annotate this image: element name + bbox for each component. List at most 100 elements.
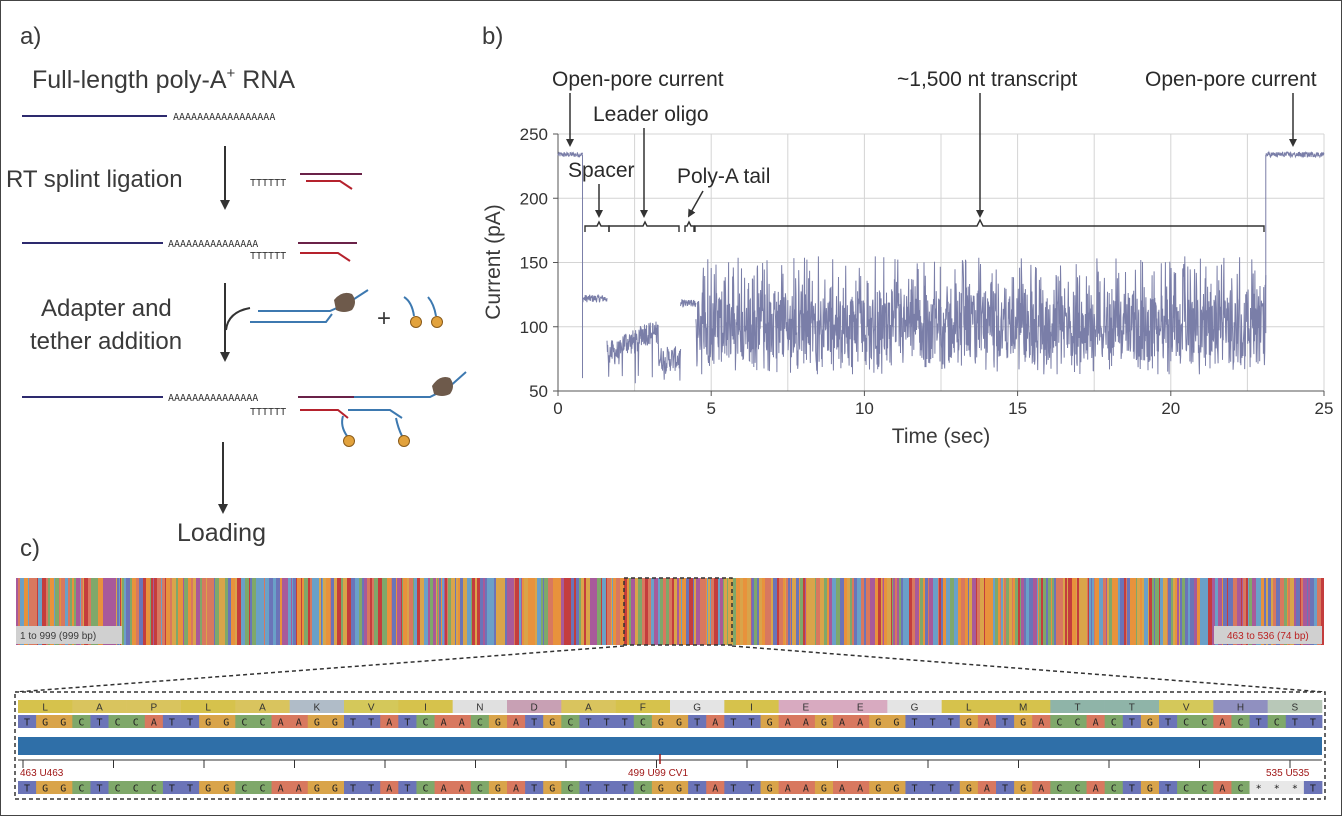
base-letter: G <box>205 784 211 795</box>
overview-base-stripe <box>1308 578 1310 645</box>
base-cell <box>452 715 472 728</box>
base-cell <box>1177 781 1196 794</box>
overview-base-stripe <box>362 578 364 645</box>
overview-base-stripe <box>1124 578 1126 645</box>
overview-base-stripe <box>923 578 925 645</box>
overview-base-stripe <box>870 578 872 645</box>
overview-base-stripe <box>157 578 161 645</box>
base-letter: G <box>676 784 682 795</box>
overview-base-stripe <box>1140 578 1142 645</box>
zoom-selection-box[interactable] <box>623 577 733 646</box>
overview-base-stripe <box>343 578 347 645</box>
bracket-poly-a <box>684 220 695 232</box>
overview-base-stripe <box>1168 578 1171 645</box>
overview-base-stripe <box>1233 578 1237 645</box>
overview-base-stripe <box>620 578 624 645</box>
overview-base-stripe <box>706 578 707 645</box>
amino-acid-letter: S <box>1291 703 1298 714</box>
base-cell <box>289 715 309 728</box>
overview-base-stripe <box>183 578 184 645</box>
base-letter: C <box>422 718 428 729</box>
base-cell <box>181 781 200 794</box>
base-letter: A <box>278 718 284 729</box>
overview-base-stripe <box>1276 578 1279 645</box>
amino-acid-letter: I <box>750 703 753 714</box>
amino-acid-cell <box>126 700 182 713</box>
base-letter: G <box>332 718 338 729</box>
overview-base-stripe <box>359 578 362 645</box>
panel-c-label: c) <box>20 535 40 562</box>
overview-base-stripe <box>1095 578 1099 645</box>
overview-base-stripe <box>531 578 535 645</box>
base-cell <box>434 781 454 794</box>
overview-base-stripe <box>418 578 420 645</box>
base-letter: G <box>1147 784 1153 795</box>
overview-base-stripe <box>1144 578 1148 645</box>
overview-base-stripe <box>796 578 798 645</box>
base-letter: T <box>169 784 175 795</box>
base-cell <box>543 781 562 794</box>
sequence-overview-bar[interactable] <box>16 578 1324 645</box>
amino-acid-cell <box>778 700 834 713</box>
base-cell <box>199 781 218 794</box>
overview-base-stripe <box>413 578 414 645</box>
construct-tether-strand-2 <box>395 417 403 437</box>
base-letter: G <box>60 718 66 729</box>
base-cell <box>307 715 327 728</box>
amino-acid-cell <box>507 700 562 713</box>
overview-base-stripe <box>1106 578 1107 645</box>
overview-base-stripe <box>439 578 441 645</box>
base-letter: G <box>332 784 338 795</box>
base-cell <box>977 715 997 728</box>
overview-base-stripe <box>714 578 718 645</box>
construct-tether-bead-1 <box>343 435 355 447</box>
base-letter: C <box>1183 784 1189 795</box>
base-letter: C <box>241 784 247 795</box>
overview-base-stripe <box>1252 578 1256 645</box>
base-letter: T <box>948 718 954 729</box>
overview-base-stripe <box>50 578 54 645</box>
overview-base-stripe <box>679 578 681 645</box>
overview-base-stripe <box>293 578 296 645</box>
overview-base-stripe <box>998 578 1000 645</box>
amino-acid-cell <box>561 700 616 713</box>
overview-base-stripe <box>700 578 703 645</box>
overview-base-stripe <box>188 578 191 645</box>
overview-base-stripe <box>323 578 326 645</box>
overview-base-stripe <box>771 578 773 645</box>
plus-sign: + <box>377 305 391 332</box>
overview-base-stripe <box>843 578 844 645</box>
overview-base-stripe <box>1197 578 1200 645</box>
overview-base-stripe <box>285 578 288 645</box>
overview-base-stripe <box>308 578 310 645</box>
overview-base-stripe <box>631 578 635 645</box>
overview-base-stripe <box>1015 578 1018 645</box>
base-cell <box>144 715 164 728</box>
base-letter: T <box>531 718 537 729</box>
overview-base-stripe <box>33 578 37 645</box>
overview-base-stripe <box>431 578 433 645</box>
overview-base-stripe <box>909 578 912 645</box>
base-letter: C <box>640 718 646 729</box>
overview-base-stripe <box>95 578 98 645</box>
overview-base-stripe <box>458 578 460 645</box>
overview-base-stripe <box>1208 578 1211 645</box>
overview-base-stripe <box>1065 578 1067 645</box>
overview-base-stripe <box>150 578 151 645</box>
overview-base-stripe <box>428 578 430 645</box>
overview-base-stripe <box>571 578 574 645</box>
overview-base-stripe <box>658 578 660 645</box>
base-letter: G <box>821 784 827 795</box>
bracket-leader <box>608 220 680 232</box>
overview-base-stripe <box>322 578 323 645</box>
overview-base-stripe <box>496 578 497 645</box>
base-letter: C <box>115 718 121 729</box>
overview-base-stripe <box>903 578 907 645</box>
overview-base-stripe <box>920 578 923 645</box>
overview-base-stripe <box>210 578 214 645</box>
overview-base-stripe <box>694 578 696 645</box>
base-cell <box>615 781 635 794</box>
overview-base-stripe <box>624 578 627 645</box>
amino-acid-letter: M <box>1019 703 1027 714</box>
